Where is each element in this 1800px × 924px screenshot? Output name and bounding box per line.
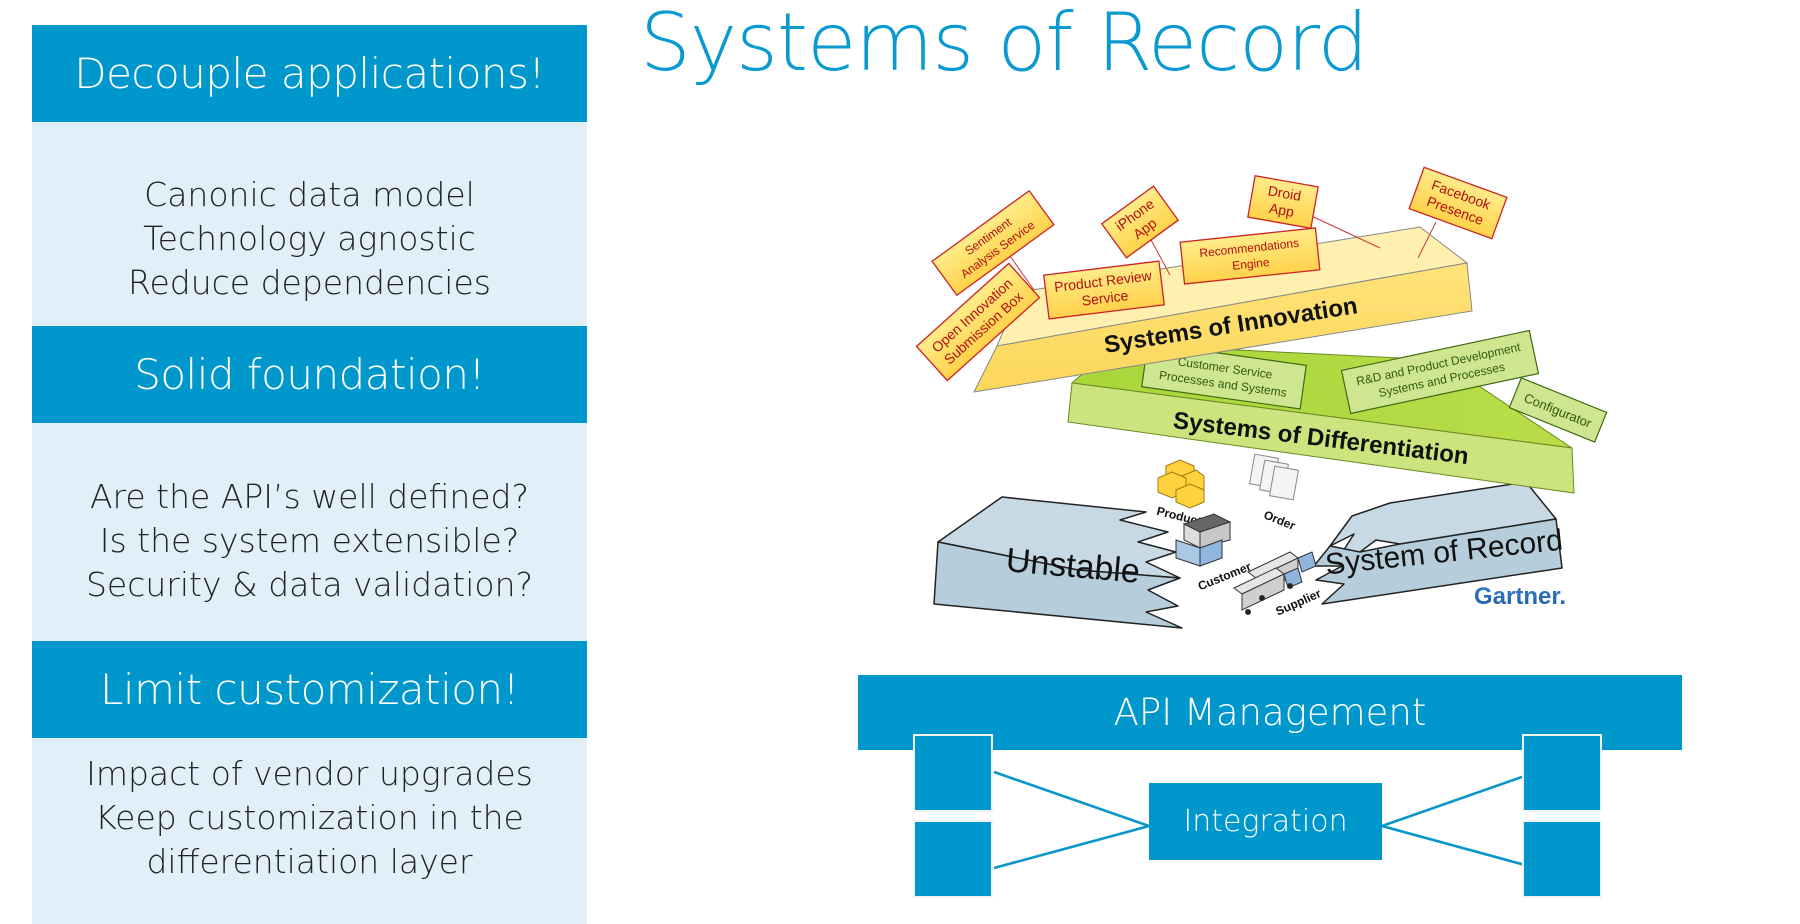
order-label: Order	[1262, 508, 1298, 533]
tag-line: Droid	[1267, 182, 1303, 204]
panel-body: Impact of vendor upgrades Keep customiza…	[32, 738, 587, 924]
tag-product-review: Product Review Service	[1043, 260, 1165, 320]
tag-droid-app: Droid App	[1247, 175, 1319, 229]
page-title: Systems of Record	[640, 0, 1368, 89]
panel-line: Technology agnostic	[143, 218, 476, 258]
system-box	[913, 734, 993, 812]
panel-line: Security & data validation?	[85, 564, 534, 604]
panel-heading: Decouple applications!	[32, 25, 587, 122]
integration-connectors	[993, 770, 1537, 870]
gartner-logo: Gartner.	[1474, 583, 1566, 610]
tag-strings	[1009, 211, 1437, 291]
tag-line: App	[1268, 200, 1296, 220]
panel-line: Is the system extensible?	[99, 520, 520, 560]
system-of-record-slab: System of Record	[1313, 481, 1564, 605]
panel-body: Canonic data model Technology agnostic R…	[32, 122, 587, 355]
tag-iphone-app: iPhone App	[1100, 185, 1180, 259]
tag-line: Engine	[1232, 255, 1271, 273]
supplier-icon	[1233, 551, 1317, 615]
unstable-slab: Unstable	[933, 496, 1183, 629]
customer-icon	[1175, 513, 1232, 567]
order-icon	[1248, 453, 1300, 501]
tag-rnd: R&D and Product Development Systems and …	[1340, 329, 1540, 415]
panel-line: differentiation layer	[146, 842, 473, 881]
integration-box: Integration	[1149, 783, 1382, 860]
panel-line: Canonic data model	[144, 174, 475, 214]
system-box	[913, 820, 993, 898]
tag-line: Service	[1081, 287, 1129, 309]
panel-body: Are the API’s well defined? Is the syste…	[32, 423, 587, 658]
differentiation-layer: Systems of Differentiation Customer Serv…	[1067, 329, 1608, 494]
system-box	[1522, 734, 1602, 812]
panel-line: Reduce dependencies	[128, 262, 491, 302]
record-layer: Unstable System of Record Product Order	[933, 453, 1564, 629]
panel-line: Are the API’s well defined?	[89, 476, 530, 516]
tag-facebook: Facebook Presence	[1408, 166, 1508, 240]
tag-recommendations: Recommendations Engine	[1179, 227, 1321, 285]
system-box	[1522, 820, 1602, 898]
product-icon	[1157, 459, 1205, 509]
panel-line: Impact of vendor upgrades	[86, 754, 533, 793]
panel-line: Keep customization in the	[95, 798, 524, 837]
panel-heading: Limit customization!	[32, 641, 587, 738]
panel-heading: Solid foundation!	[32, 326, 587, 423]
